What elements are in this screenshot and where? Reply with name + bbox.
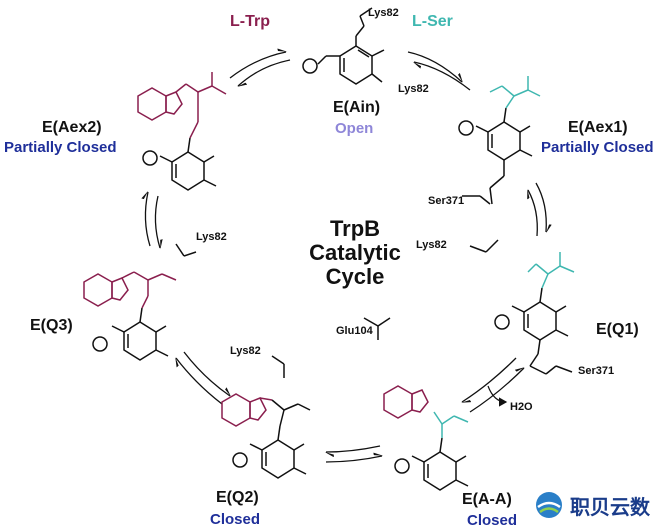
watermark-text: 职贝云数 [570,496,650,519]
residue-lys82-q3: Lys82 [196,231,227,243]
equilibrium-arrow-aex1-q1 [527,182,552,237]
structure-q3 [83,243,197,361]
structure-aex1 [458,76,541,205]
residue-glu104-aa: Glu104 [336,325,373,337]
structure-q1 [469,239,575,375]
water-release-arrow [487,385,508,407]
equilibrium-arrow-ain-aex2 [229,48,291,87]
equilibrium-arrow-aa-q2 [324,445,384,463]
reagent-l-trp: L-Trp [230,13,270,30]
residue-lys82-q1: Lys82 [416,239,447,251]
state-ain-label: E(Ain) [333,99,381,116]
state-aex2-label: E(Aex2) [42,119,102,136]
reagent-l-ser: L-Ser [412,13,453,30]
residue-ser371-aex1: Ser371 [428,195,465,207]
state-aa-label: E(A-A) [462,491,512,508]
cycle-title: TrpB Catalytic Cycle [295,217,415,289]
residue-lys82-q2: Lys82 [230,345,261,357]
state-aex1-conformation: Partially Closed [541,139,654,156]
globe-logo-icon [536,492,562,518]
structure-aex2 [137,72,227,191]
structure-q2 [221,355,311,479]
equilibrium-arrow-q1-aa [460,357,525,413]
structure-ain [302,7,385,85]
cycle-title-line-1: TrpB [329,216,381,241]
residue-lys82-aex1: Lys82 [398,83,429,95]
equilibrium-arrow-ain-aex1 [407,51,471,91]
state-q2-conformation: Closed [210,511,261,528]
residue-lys82-ain: Lys82 [368,7,399,19]
cycle-title-line-3: Cycle [325,264,385,289]
equilibrium-arrow-q3-aex2 [141,190,163,250]
state-q3-label: E(Q3) [30,317,73,334]
state-aa-conformation: Closed [467,512,518,529]
equilibrium-arrow-q2-q3 [175,351,232,405]
state-aex1-label: E(Aex1) [568,119,628,136]
state-ain-conformation: Open [335,120,374,137]
reagent-water: H2O [510,401,533,413]
structure-aa [363,317,469,491]
state-q1-label: E(Q1) [596,321,639,338]
state-aex2-conformation: Partially Closed [4,139,117,156]
residue-ser371-q1: Ser371 [578,365,615,377]
state-q2-label: E(Q2) [216,489,259,506]
cycle-title-line-2: Catalytic [309,240,401,265]
watermark: 职贝云数 [534,490,650,520]
